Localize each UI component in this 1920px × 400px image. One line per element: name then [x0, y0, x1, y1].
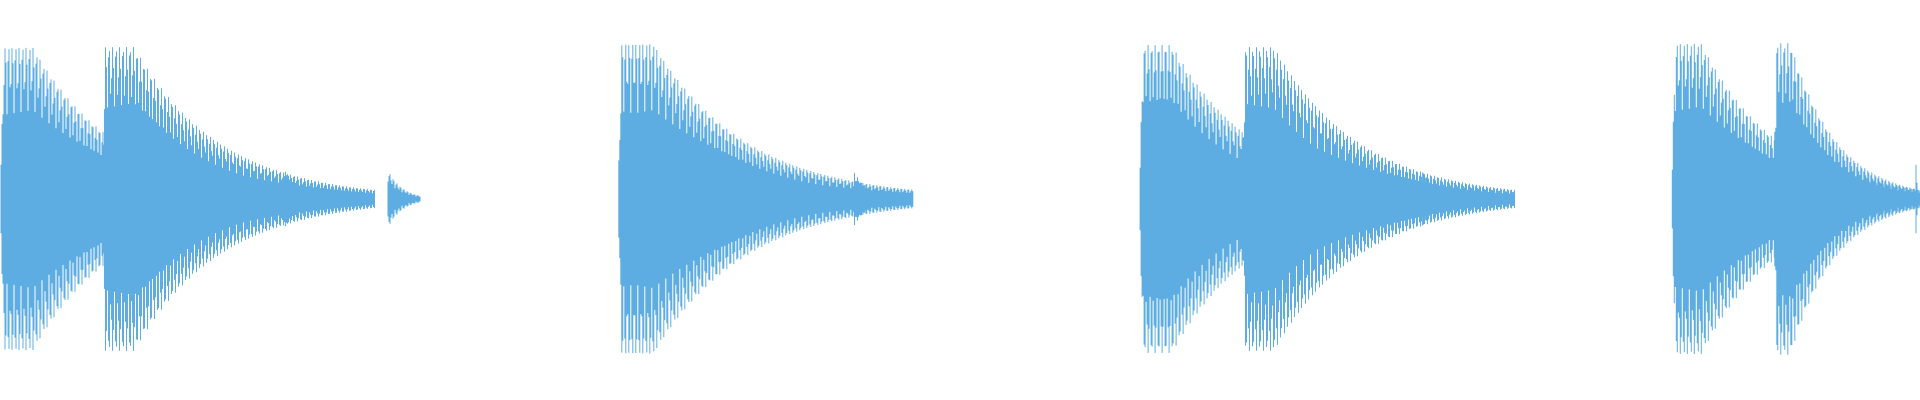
waveform-trace	[0, 43, 1920, 355]
waveform-path	[0, 43, 1920, 355]
